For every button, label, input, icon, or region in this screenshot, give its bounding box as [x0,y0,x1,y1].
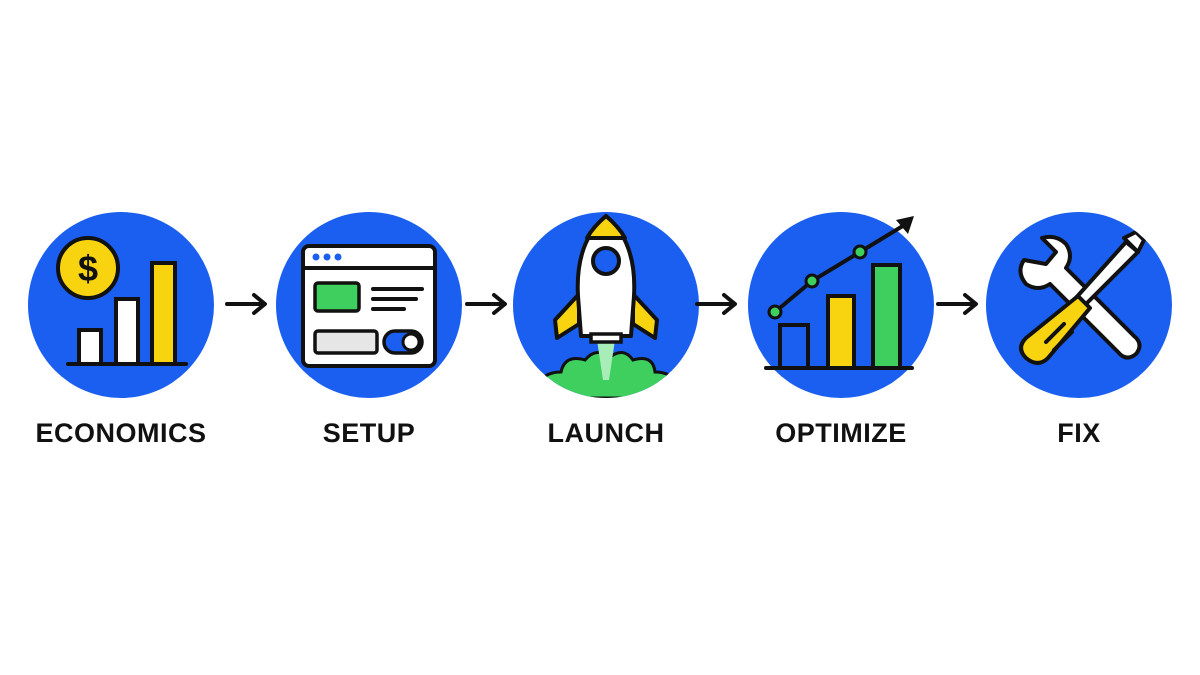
economics-circle: $ [28,212,214,398]
arrow-right-icon [695,293,737,315]
step-label-setup: SETUP [322,418,416,448]
step-label-optimize: OPTIMIZE [775,418,907,448]
launch-circle [513,212,699,398]
step-label-launch: LAUNCH [547,418,665,448]
arrow-right-icon [936,293,978,315]
step-label-fix: FIX [1057,418,1101,448]
arrow-right-icon [225,293,267,315]
arrow-right-icon [465,293,507,315]
dollar-bar-chart-icon: $ [56,236,188,366]
step-label-economics: ECONOMICS [35,418,207,448]
growth-chart-icon [764,216,914,370]
dollar-symbol: $ [78,248,98,289]
setup-circle [276,212,462,398]
rocket-icon [531,214,683,398]
optimize-circle [748,212,934,398]
wrench-screwdriver-icon [1018,230,1146,365]
fix-circle [986,212,1172,398]
browser-window-icon [301,244,437,368]
